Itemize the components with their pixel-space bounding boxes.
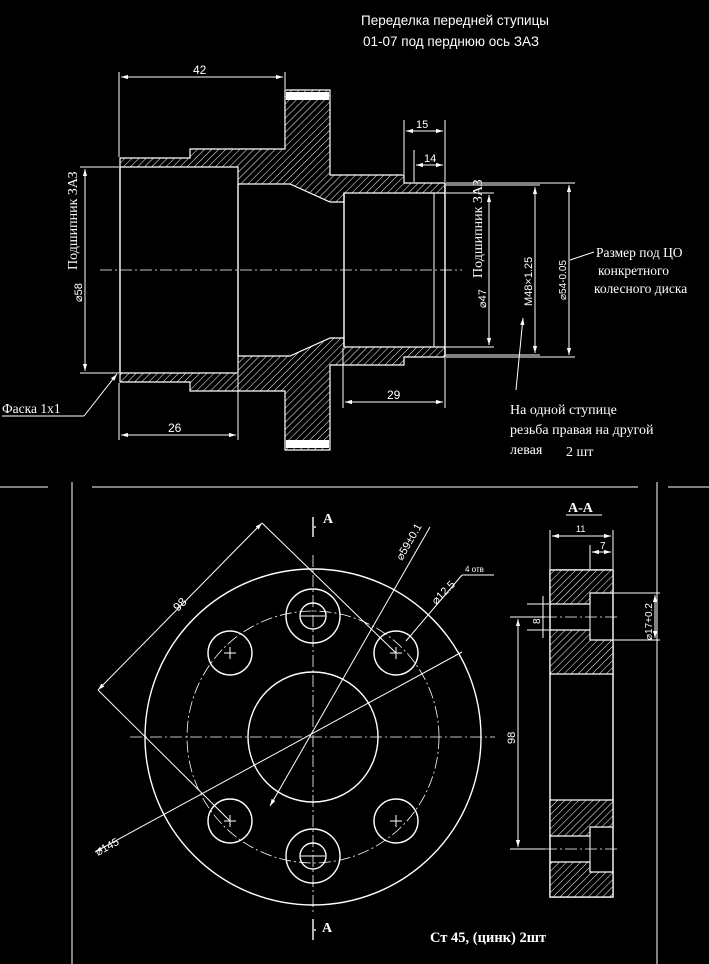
flange-dim-98-ext-1 xyxy=(261,522,397,654)
bolt-hole-ul xyxy=(207,630,253,676)
dim-26-label: 26 xyxy=(168,421,182,435)
flange-dim-59-line xyxy=(269,526,431,807)
bolt-hole-lr xyxy=(373,798,419,844)
thread-note-line-2: резьба правая на другой xyxy=(510,423,654,438)
flange-dim-12-leader xyxy=(405,574,463,642)
wheel-note-line-3: колесного диска xyxy=(594,281,687,296)
dim-47-label: ⌀47 xyxy=(477,289,489,308)
dim-58-label: ⌀58 xyxy=(73,283,85,302)
flange-dim-145-line xyxy=(94,651,463,853)
section-dim-98-label: 98 xyxy=(506,732,518,744)
section-hatch-1 xyxy=(549,569,614,605)
hub-upper-wall xyxy=(119,89,446,203)
dim-54-label: ⌀54-0.05 xyxy=(558,260,569,300)
section-dim-8-label: 8 xyxy=(532,618,543,624)
hub-section-view: 42 15 14 26 29 ⌀58 Подшипник ЗАЗ ⌀47 Под… xyxy=(2,63,687,460)
thread-note-line-1: На одной ступице xyxy=(510,403,617,418)
dim-m48-label: М48×1.25 xyxy=(523,257,535,306)
flange-front-view: 98 ⌀145 ⌀59±0.1 ⌀12.5 4 отв А А xyxy=(94,512,495,940)
flange-dim-59-label: ⌀59±0.1 xyxy=(394,522,424,563)
material-note: Ст 45, (цинк) 2шт xyxy=(430,930,546,946)
bearing-label-right: Подшипник ЗАЗ xyxy=(471,179,486,278)
title-line-2: 01-07 под перднюю ось ЗАЗ xyxy=(363,34,539,49)
flange-dim-98-ext-2 xyxy=(97,689,231,822)
flange-holes-note: 4 отв xyxy=(465,565,484,574)
flange-dim-12-label: ⌀12.5 xyxy=(430,579,458,607)
counterbored-hole-top xyxy=(285,588,341,644)
section-mark-bottom-label: А xyxy=(322,921,333,936)
chamfer-leader xyxy=(83,373,118,417)
dim-14-label: 14 xyxy=(424,153,436,165)
flange-dim-98-line xyxy=(97,522,263,691)
drawing-frame xyxy=(0,482,709,964)
section-dim-11-label: 11 xyxy=(576,524,585,534)
flange-face-bottom xyxy=(286,440,329,448)
section-hatch-2 xyxy=(549,629,614,675)
drawing-title: Переделка передней ступицы 01-07 под пер… xyxy=(361,13,549,49)
thread-note-line-3: левая xyxy=(510,443,543,458)
section-a-a-view: А-А 11 7 8 ⌀17+0.2 xyxy=(506,501,660,898)
section-dim-7-label: 7 xyxy=(600,541,606,552)
thread-note-leader xyxy=(515,317,525,391)
section-hatch-4 xyxy=(549,861,614,898)
chamfer-label: Фаска 1х1 xyxy=(2,401,61,416)
flange-face-top xyxy=(286,92,329,100)
title-line-1: Переделка передней ступицы xyxy=(361,13,549,28)
section-mark-top-label: А xyxy=(323,512,334,527)
section-hatch-3 xyxy=(549,799,614,837)
dim-15-label: 15 xyxy=(416,119,428,131)
flange-dim-98-label: 98 xyxy=(170,595,190,615)
wheel-note-line-1: Размер под ЦО xyxy=(596,245,683,260)
thread-note-qty: 2 шт xyxy=(566,445,593,460)
bearing-label-left: Подшипник ЗАЗ xyxy=(66,171,81,270)
flange-dim-145-label: ⌀145 xyxy=(94,836,122,859)
section-dim-17-label: ⌀17+0.2 xyxy=(644,603,655,640)
section-body xyxy=(549,569,614,898)
wheel-note-line-2: конкретного xyxy=(598,263,669,278)
counterbored-hole-bottom xyxy=(285,828,341,884)
dim-42-label: 42 xyxy=(193,63,207,77)
dim-29-label: 29 xyxy=(387,388,401,402)
section-title: А-А xyxy=(568,501,594,516)
wheel-note-leader xyxy=(569,251,595,261)
